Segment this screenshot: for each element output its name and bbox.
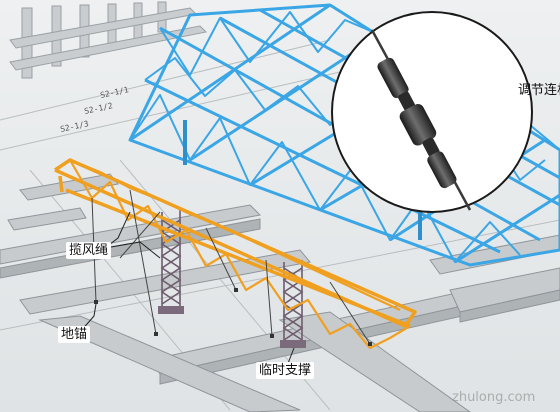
detail-circle (331, 11, 533, 213)
adjust-rod-label: 调节连杆 (518, 83, 560, 98)
guy-rope-leader-2 (104, 241, 161, 259)
ground-anchor-label: 地锚 (58, 326, 91, 343)
orange-truss-outline (54, 158, 417, 328)
truss-rib (129, 3, 331, 142)
orange-truss-mid-chord (69, 158, 401, 311)
ground-beams (0, 173, 560, 412)
orange-truss-end (58, 175, 64, 193)
orange-truss (54, 158, 417, 350)
detail-magnifier (331, 11, 533, 213)
detail-adjust-rod (377, 57, 457, 189)
guy-rope-label: 揽风绳 (66, 242, 112, 259)
watermark: zhulong.com (452, 390, 536, 405)
truss-rib (454, 193, 560, 264)
orange-truss-web (69, 159, 411, 350)
temp-support-label: 临时支撑 (256, 362, 315, 379)
background-building-frame (9, 1, 208, 79)
truss-chord (144, 78, 501, 254)
ground-anchors (94, 288, 372, 346)
